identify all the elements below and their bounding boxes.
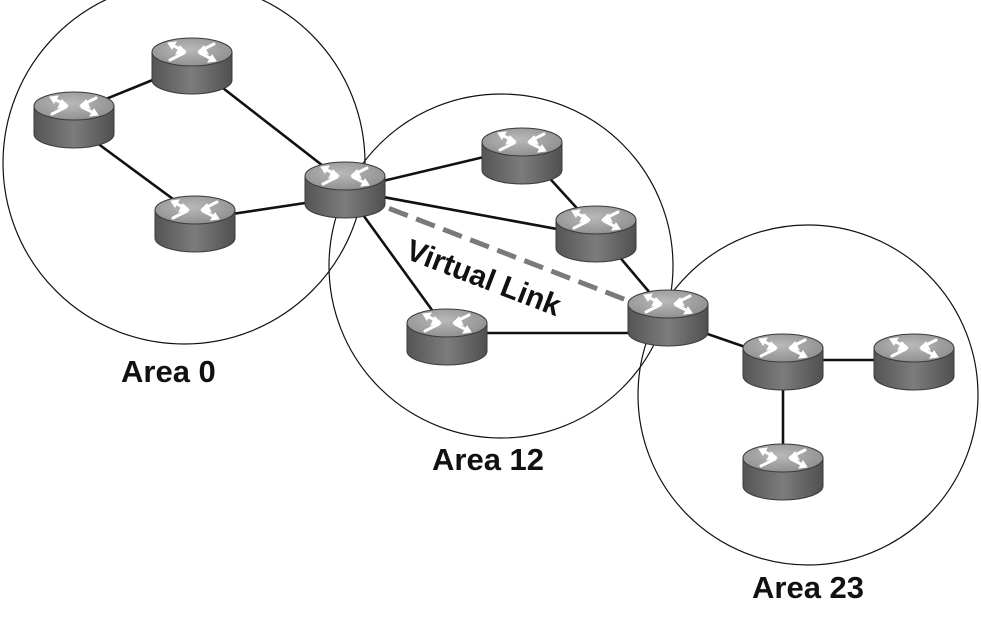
area-0-boundary: [2, 0, 366, 345]
area-12-boundary: [328, 93, 674, 439]
virtual-link-line: [361, 195, 661, 316]
link-abr1-r5: [344, 188, 596, 238]
router-icon: [626, 288, 710, 348]
router-icon: [303, 160, 387, 220]
router-icon: [153, 194, 237, 254]
router-icon: [554, 204, 638, 264]
router-icon: [872, 332, 956, 392]
router-icon: [741, 332, 825, 392]
area-23-boundary: [637, 224, 979, 566]
area-0-label: Area 0: [121, 354, 216, 389]
router-icon: [150, 36, 234, 96]
router-icon: [32, 90, 116, 150]
router-icon: [405, 307, 489, 367]
area-12-label: Area 12: [432, 442, 544, 477]
router-icon: [480, 126, 564, 186]
router-icon: [741, 442, 825, 502]
area-23-label: Area 23: [752, 570, 864, 605]
